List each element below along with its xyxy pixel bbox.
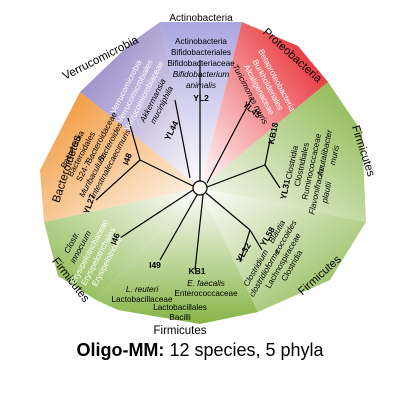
strain-label-yl2: YL2 — [193, 93, 209, 103]
strain-label-yl31: YL31 — [278, 178, 292, 200]
sector-actinobacteria — [160, 22, 242, 188]
sector-bacteroidetes — [40, 92, 200, 222]
taxon-label: Bacilli — [169, 313, 191, 322]
phylum-label-actinobacteria: Actinobacteria — [169, 13, 233, 24]
phylum-label-firmicutes-bottom: Firmicutes — [153, 325, 206, 337]
taxon-label: Enterococcaceae — [174, 289, 238, 298]
strain-label-i49: I49 — [149, 260, 161, 270]
sector-verrucomicrobia — [80, 22, 200, 188]
figure-caption: Oligo-MM: 12 species, 5 phyla — [0, 340, 400, 361]
sector-firmicutes-right — [200, 82, 366, 222]
taxon-label: animalis — [186, 81, 216, 90]
taxon-label: muris — [328, 144, 341, 165]
taxon-label: Bifidobacterium — [173, 70, 230, 79]
caption-subtitle: 12 species, 5 phyla — [164, 340, 324, 360]
tree-branches — [95, 60, 281, 271]
sector-proteobacteria — [200, 22, 328, 188]
taxon-label: E. faecalis — [187, 279, 225, 288]
sector-firmicutes-lowright — [200, 188, 366, 312]
taxon-label: Actinobacteria — [175, 37, 227, 46]
caption-title: Oligo-MM: — [76, 340, 165, 360]
taxon-label: Lactobacillaceae — [112, 295, 173, 304]
sector-firmicutes-bottom — [96, 188, 258, 324]
taxon-label: L. reuteri — [126, 285, 158, 294]
strain-label-kb18: KB18 — [266, 121, 280, 145]
strain-label-i48: I48 — [120, 151, 134, 166]
sector-firmicutes-left — [44, 188, 200, 300]
taxon-label: Bifidobacteriales — [171, 48, 231, 57]
taxon-label: Lactobacillales — [153, 303, 207, 312]
strain-label-kb1: KB1 — [188, 266, 205, 276]
strain-label-i46: I46 — [108, 231, 122, 246]
taxon-label: Bifidobacteriaceae — [167, 59, 235, 68]
